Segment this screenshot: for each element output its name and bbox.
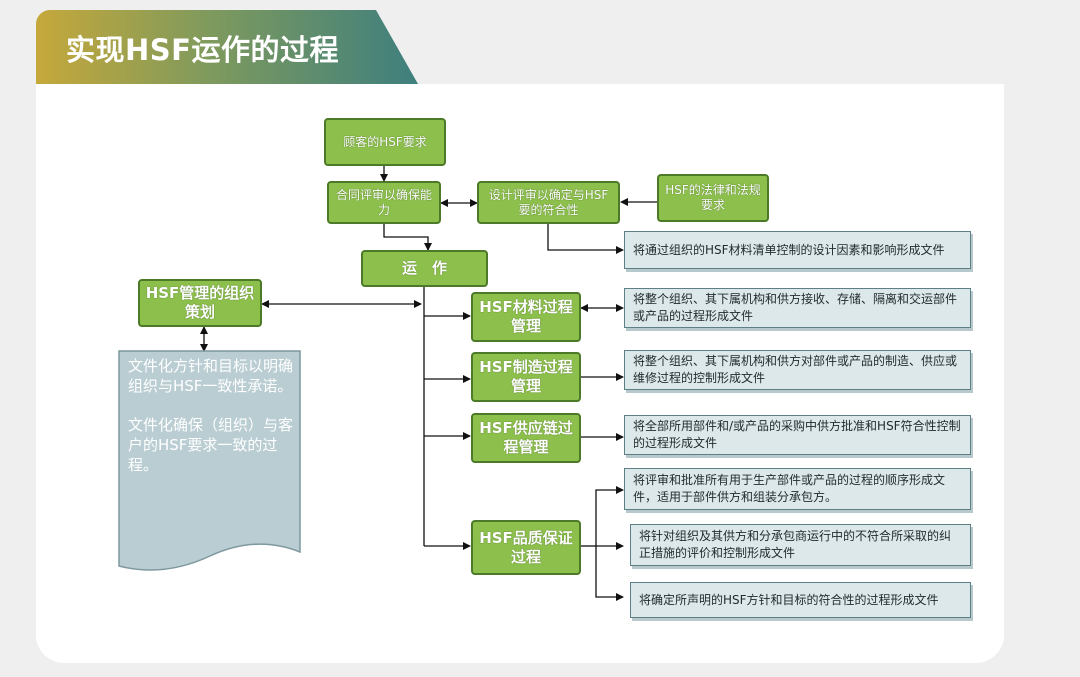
supply-chain-process-box: HSF供应链过程管理 <box>471 413 581 463</box>
material-note: 将整个组织、其下属机构和供方接收、存储、隔离和交运部件或产品的过程形成文件 <box>624 288 971 328</box>
quality-note-2: 将针对组织及其供方和分承包商运行中的不符合所采取的纠正措施的评价和控制形成文件 <box>630 524 971 566</box>
page-title: 实现HSF运作的过程 <box>66 33 339 67</box>
contract-review-box: 合同评审以确保能力 <box>327 181 441 224</box>
manufacture-note: 将整个组织、其下属机构和供方对部件或产品的制造、供应或维修过程的控制形成文件 <box>624 350 971 390</box>
supply-note: 将全部所用部件和/或产品的采购中供方批准和HSF符合性控制的过程形成文件 <box>624 415 971 455</box>
planning-box: HSF管理的组织策划 <box>138 279 262 327</box>
operation-box: 运 作 <box>361 250 488 287</box>
quality-note-1: 将评审和批准所有用于生产部件或产品的过程的顺序形成文件，适用于部件供方和组装分承… <box>624 468 971 510</box>
material-process-box: HSF材料过程管理 <box>471 292 581 342</box>
document-text: 文件化方针和目标以明确组织与HSF一致性承诺。 文件化确保（组织）与客户的HSF… <box>128 356 296 493</box>
document-para-2: 文件化确保（组织）与客户的HSF要求一致的过程。 <box>128 415 294 475</box>
arrow-quality-note3 <box>595 546 624 601</box>
arrow-design-note <box>547 224 624 254</box>
title-banner: 实现HSF运作的过程 <box>36 10 418 84</box>
document-shape <box>118 350 301 571</box>
design-note: 将通过组织的HSF材料清单控制的设计因素和影响形成文件 <box>624 231 971 269</box>
design-review-box: 设计评审以确定与HSF要的符合性 <box>477 181 620 224</box>
manufacture-process-box: HSF制造过程管理 <box>471 352 581 402</box>
arrow-quality-note1 <box>595 486 624 546</box>
quality-note-3: 将确定所声明的HSF方针和目标的符合性的过程形成文件 <box>630 582 971 618</box>
law-regulation-box: HSF的法律和法规要求 <box>657 174 769 222</box>
quality-assurance-box: HSF品质保证过程 <box>471 520 581 575</box>
arrow-contract-operation <box>383 224 432 251</box>
customer-requirement-box: 顾客的HSF要求 <box>324 118 446 166</box>
document-para-1: 文件化方针和目标以明确组织与HSF一致性承诺。 <box>128 357 294 396</box>
